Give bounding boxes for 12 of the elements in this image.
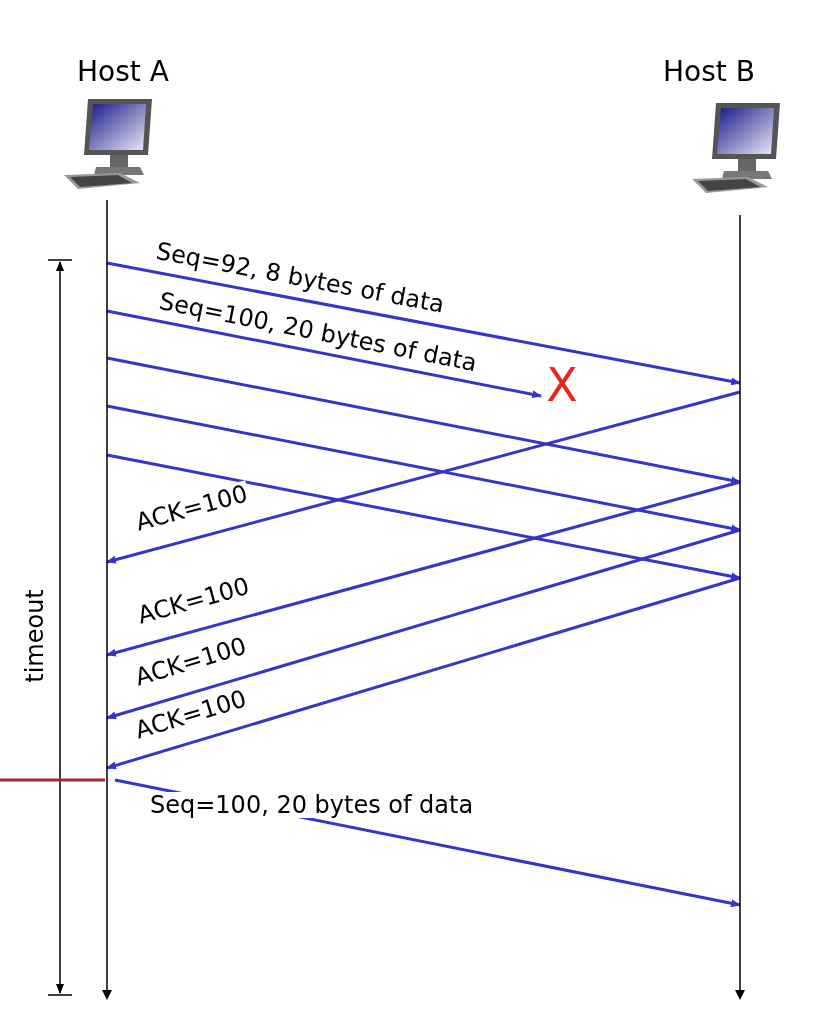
host-label: Host A	[77, 55, 169, 88]
message-arrow	[106, 404, 741, 533]
message-arrow	[106, 390, 741, 564]
message-arrow	[106, 480, 741, 657]
message-arrow	[106, 528, 741, 720]
host-label: Host B	[663, 55, 755, 88]
message-arrow	[106, 309, 542, 399]
message-arrow	[106, 453, 741, 581]
message-arrow	[106, 261, 741, 386]
packet-loss-mark: X	[541, 362, 583, 408]
message-arrow	[106, 356, 741, 485]
message-arrow	[106, 576, 741, 770]
